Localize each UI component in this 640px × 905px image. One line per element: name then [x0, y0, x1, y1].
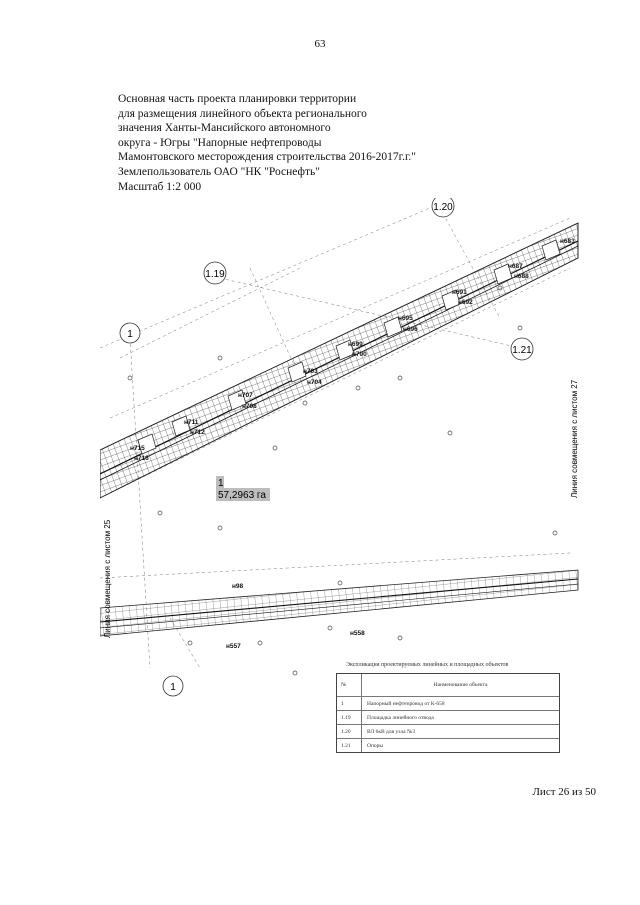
svg-text:н716: н716 — [134, 455, 149, 462]
legend-row-no: 1.20 — [337, 725, 362, 738]
title-line: для размещения линейного объекта региона… — [118, 107, 367, 120]
svg-text:н708: н708 — [242, 403, 257, 410]
callout-1-21: 1.21 — [510, 337, 534, 361]
svg-text:н695: н695 — [398, 315, 413, 322]
title-line: округа - Югры "Напорные нефтепроводы — [118, 136, 322, 149]
legend-row: 1.19 Площадка линейного отвода — [337, 710, 559, 724]
svg-text:н691: н691 — [452, 289, 467, 296]
legend-table: № Наименование объекта 1 Напорный нефтеп… — [336, 673, 560, 753]
legend-row: 1.21 Опоры — [337, 738, 559, 752]
svg-text:н687: н687 — [508, 263, 523, 270]
svg-text:1.21: 1.21 — [512, 345, 532, 356]
pipeline-corridor-upper — [100, 222, 579, 499]
title-line: Основная часть проекта планировки террит… — [118, 93, 357, 105]
legend-title: Экспликация проектируемых линейных и пло… — [346, 662, 509, 668]
title-line: Мамонтовского месторождения строительств… — [118, 151, 416, 164]
svg-text:н715: н715 — [130, 445, 145, 452]
svg-text:н692: н692 — [458, 299, 473, 306]
point-labels: н683 н687 н688 н691 н692 н695 н696 н699 … — [130, 238, 575, 650]
title-line: Землепользователь ОАО "НК "Роснефть" — [118, 165, 320, 178]
svg-text:н557: н557 — [226, 643, 241, 650]
svg-text:н558: н558 — [350, 630, 365, 637]
callout-1-bottom: 1 — [162, 675, 184, 697]
legend-row-no: 1.21 — [337, 739, 362, 752]
svg-text:н696: н696 — [403, 326, 418, 333]
legend-row-name: Опоры — [367, 742, 384, 749]
svg-text:н703: н703 — [303, 368, 318, 375]
svg-text:н688: н688 — [514, 273, 529, 280]
title-line: значения Ханты-Мансийского автономного — [118, 122, 331, 135]
callout-1-top: 1 — [119, 322, 141, 344]
pipeline-corridor-lower — [100, 569, 579, 637]
svg-text:н699: н699 — [348, 341, 363, 348]
svg-text:1: 1 — [127, 329, 133, 340]
svg-text:н711: н711 — [184, 419, 199, 426]
callout-1-19: 1.19 — [203, 261, 227, 285]
area-value-bg — [216, 488, 270, 501]
legend-row-no: 1 — [337, 697, 362, 710]
svg-text:н700: н700 — [352, 351, 367, 358]
legend-row: 1.20 ВЛ 6кВ для узла №3 — [337, 724, 559, 738]
sheet-footer: Лист 26 из 50 — [532, 786, 596, 798]
page-number: 63 — [314, 38, 326, 50]
survey-markers — [127, 285, 558, 676]
legend-row-no: 1.19 — [337, 711, 362, 724]
legend-header-no: № — [337, 674, 362, 696]
legend-row-name: Напорный нефтепровод от К-658 — [367, 700, 445, 707]
svg-text:н98: н98 — [232, 583, 244, 590]
corridor-pads — [137, 239, 561, 455]
svg-text:н704: н704 — [307, 379, 322, 386]
legend-row-name: ВЛ 6кВ для узла №3 — [367, 728, 415, 735]
svg-text:н712: н712 — [190, 429, 205, 436]
title-block: Основная часть проекта планировки террит… — [118, 92, 438, 194]
svg-text:н683: н683 — [560, 238, 575, 245]
legend-row: 1 Напорный нефтепровод от К-658 — [337, 696, 559, 710]
legend-row-name: Площадка линейного отвода — [367, 714, 434, 721]
area-number: 1 — [218, 478, 224, 489]
svg-text:н707: н707 — [238, 392, 253, 399]
svg-text:1.20: 1.20 — [433, 202, 453, 213]
callout-1-20: 1.20 — [431, 198, 455, 218]
area-value: 57,2963 га — [218, 490, 266, 501]
match-line-left: Линия совмещения с листом 25 — [103, 519, 112, 638]
match-line-right: Линия совмещения с листом 27 — [570, 379, 579, 498]
area-number-bg — [216, 476, 224, 488]
scale-line: Масштаб 1:2 000 — [118, 180, 202, 193]
svg-text:1.19: 1.19 — [205, 269, 225, 280]
legend-header: № Наименование объекта — [337, 674, 559, 696]
planning-map: 1.20 1.19 1 1.21 1 1 57,2963 га н683 н68… — [100, 198, 579, 697]
legend-header-name: Наименование объекта — [433, 682, 488, 688]
svg-text:1: 1 — [170, 682, 176, 693]
